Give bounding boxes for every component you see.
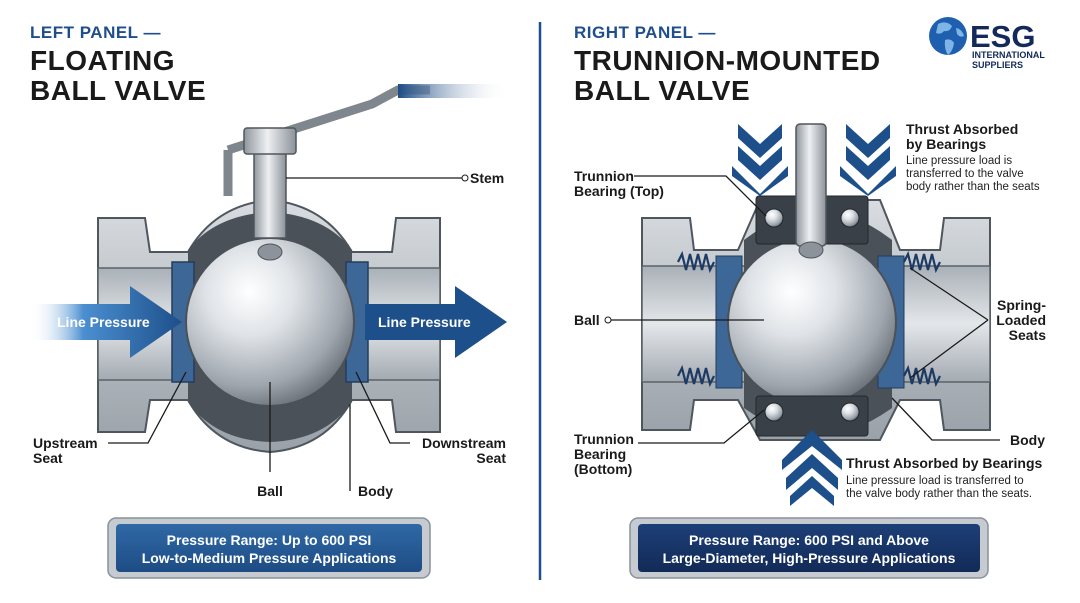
body-label: Body <box>358 483 393 499</box>
thrust-top-desc-1: Line pressure load is <box>906 155 1012 167</box>
left-kicker: LEFT PANEL — <box>30 23 161 42</box>
ball-leader-dot <box>604 316 612 324</box>
line-pressure-in-label: Line Pressure <box>57 314 150 330</box>
trunnion-bottom-leader <box>638 409 765 444</box>
handle-grip <box>398 84 508 98</box>
globe-icon <box>929 17 967 55</box>
thrust-top-desc-3: body rather than the seats <box>906 181 1040 193</box>
left-info-line1: Pressure Range: Up to 600 PSI <box>167 532 372 548</box>
trunnion-bottom-label-3: (Bottom) <box>574 461 632 477</box>
thrust-arrow-bottom <box>782 430 842 506</box>
spring-label-1: Spring- <box>997 297 1046 313</box>
thrust-top-title-2: by Bearings <box>906 136 986 152</box>
upstream-seat-label-1: Upstream <box>33 435 98 451</box>
spring-seat-leader <box>909 267 989 379</box>
valve-stem <box>253 149 287 239</box>
logo-name: ESG <box>970 19 1035 54</box>
logo-line2: SUPPLIERS <box>972 60 1023 70</box>
spring-label-3: Seats <box>1009 327 1047 343</box>
right-info-line1: Pressure Range: 600 PSI and Above <box>689 532 929 548</box>
trunnion-top-label-1: Trunnion <box>574 168 634 184</box>
ball-label: Ball <box>257 483 283 499</box>
left-info-line2: Low-to-Medium Pressure Applications <box>142 550 397 566</box>
trunnion-ball <box>727 237 897 407</box>
ball-label-right: Ball <box>574 312 600 328</box>
trunnion-top-label-2: Bearing (Top) <box>574 183 664 199</box>
floating-ball-valve: Line Pressure Line Pressure Stem Upstrea… <box>30 84 508 499</box>
stem-nut <box>243 127 297 155</box>
thrust-arrow-top-right <box>840 124 896 196</box>
line-pressure-out-label: Line Pressure <box>378 314 471 330</box>
right-info-line2: Large-Diameter, High-Pressure Applicatio… <box>663 550 956 566</box>
thrust-top-title-1: Thrust Absorbed <box>906 121 1018 137</box>
trunnion-bottom-label-1: Trunnion <box>574 431 634 447</box>
left-info-box: Pressure Range: Up to 600 PSI Low-to-Med… <box>107 517 431 579</box>
right-info-box: Pressure Range: 600 PSI and Above Large-… <box>629 517 989 579</box>
stem-leader-dot <box>461 174 469 182</box>
thrust-arrow-top-left <box>732 124 788 196</box>
line-pressure-arrow-in: Line Pressure <box>30 286 182 358</box>
body-label-right: Body <box>1010 432 1045 448</box>
downstream-seat-label-1: Downstream <box>422 435 506 451</box>
line-pressure-arrow-out: Line Pressure <box>365 286 507 358</box>
trunnion-stem <box>795 123 827 247</box>
right-title-line1: TRUNNION-MOUNTED <box>574 45 881 76</box>
trunnion-stem-tang <box>798 241 824 259</box>
left-title-line1: FLOATING <box>30 45 175 76</box>
trunnion-top-leader <box>634 175 767 217</box>
upstream-seat-label-2: Seat <box>33 450 63 466</box>
esg-logo: ESG INTERNATIONAL SUPPLIERS <box>929 17 1045 70</box>
upstream-leader <box>108 371 187 444</box>
logo-line1: INTERNATIONAL <box>972 50 1045 60</box>
thrust-bottom-desc-1: Line pressure load is transferred to <box>846 475 1024 487</box>
thrust-bottom-desc-2: the valve body rather than the seats. <box>846 488 1032 500</box>
thrust-bottom-title: Thrust Absorbed by Bearings <box>846 455 1043 471</box>
left-title-line2: BALL VALVE <box>30 75 206 106</box>
body-leader-right <box>891 397 1000 441</box>
downstream-seat-label-2: Seat <box>476 450 506 466</box>
right-kicker: RIGHT PANEL — <box>574 23 716 42</box>
downstream-leader <box>355 371 410 444</box>
spring-label-2: Loaded <box>996 312 1046 328</box>
thrust-top-desc-2: transferred to the valve <box>906 168 1024 180</box>
right-title-line2: BALL VALVE <box>574 75 750 106</box>
trunnion-bearing-bottom <box>755 395 869 437</box>
trunnion-ball-valve: Trunnion Bearing (Top) Thrust Absorbed b… <box>574 121 1046 506</box>
stem-tang <box>257 243 283 261</box>
stem-label: Stem <box>470 170 504 186</box>
floating-ball <box>185 237 355 407</box>
trunnion-bottom-label-2: Bearing <box>574 446 626 462</box>
